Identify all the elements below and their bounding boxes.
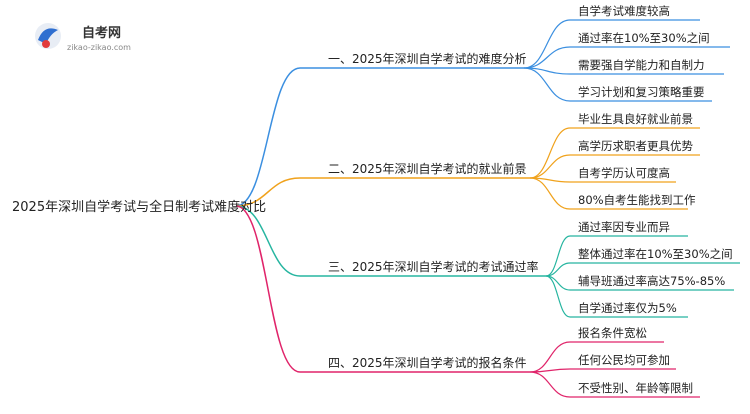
leaf-topic: 不受性别、年龄等限制 (578, 381, 693, 395)
branch-connector (235, 67, 301, 207)
logo: 自考网 zikao-zikao.com (35, 23, 131, 52)
leaf-topic: 自学考试难度较高 (578, 4, 670, 18)
leaf-connector (545, 235, 571, 277)
leaf-connector (529, 127, 571, 179)
branch-connector (235, 205, 301, 277)
branch-topic: 二、2025年深圳自学考试的就业前景 (328, 161, 527, 176)
leaf-topic: 学习计划和复习策略重要 (578, 85, 705, 99)
branch-topic: 一、2025年深圳自学考试的难度分析 (328, 51, 527, 66)
leaf-connector (523, 67, 571, 102)
leaf-connector (523, 19, 571, 69)
root-topic: 2025年深圳自学考试与全日制考试难度对比 (12, 199, 266, 215)
branch-topic: 三、2025年深圳自学考试的考试通过率 (328, 259, 539, 274)
topic-nodes: 一、2025年深圳自学考试的难度分析 自学考试难度较高通过率在10%至30%之间需… (328, 4, 733, 395)
leaf-topic: 需要强自学能力和自制力 (578, 58, 705, 72)
leaf-topic: 通过率因专业而异 (578, 220, 670, 234)
leaf-topic: 通过率在10%至30%之间 (578, 31, 710, 45)
leaf-topic: 80%自考生能找到工作 (578, 193, 696, 207)
leaf-connector (529, 341, 571, 373)
leaf-connector (529, 154, 571, 179)
leaf-topic: 整体通过率在10%至30%之间 (578, 247, 733, 261)
leaf-topic: 毕业生具良好就业前景 (578, 112, 693, 126)
branch-connector (235, 205, 301, 373)
leaf-topic: 报名条件宽松 (578, 326, 647, 340)
leaf-topic: 自考学历认可度高 (578, 166, 670, 180)
leaf-topic: 高学历求职者更具优势 (578, 139, 693, 153)
leaf-connector (545, 275, 571, 318)
logo-url: zikao-zikao.com (67, 43, 131, 52)
leaf-topic: 任何公民均可参加 (578, 353, 670, 367)
logo-icon (38, 28, 58, 44)
branch-topic: 四、2025年深圳自学考试的报名条件 (328, 355, 527, 370)
connector-lines (235, 19, 740, 398)
logo-dot-icon (42, 40, 50, 48)
leaf-connector (545, 262, 571, 277)
leaf-connector (529, 371, 571, 398)
leaf-topic: 辅导班通过率高达75%-85% (578, 274, 725, 288)
leaf-connector (529, 177, 571, 210)
branch-connector (235, 177, 301, 207)
leaf-topic: 自学通过率仅为5% (578, 301, 677, 315)
logo-title: 自考网 (82, 25, 121, 41)
leaf-connector (523, 46, 571, 69)
